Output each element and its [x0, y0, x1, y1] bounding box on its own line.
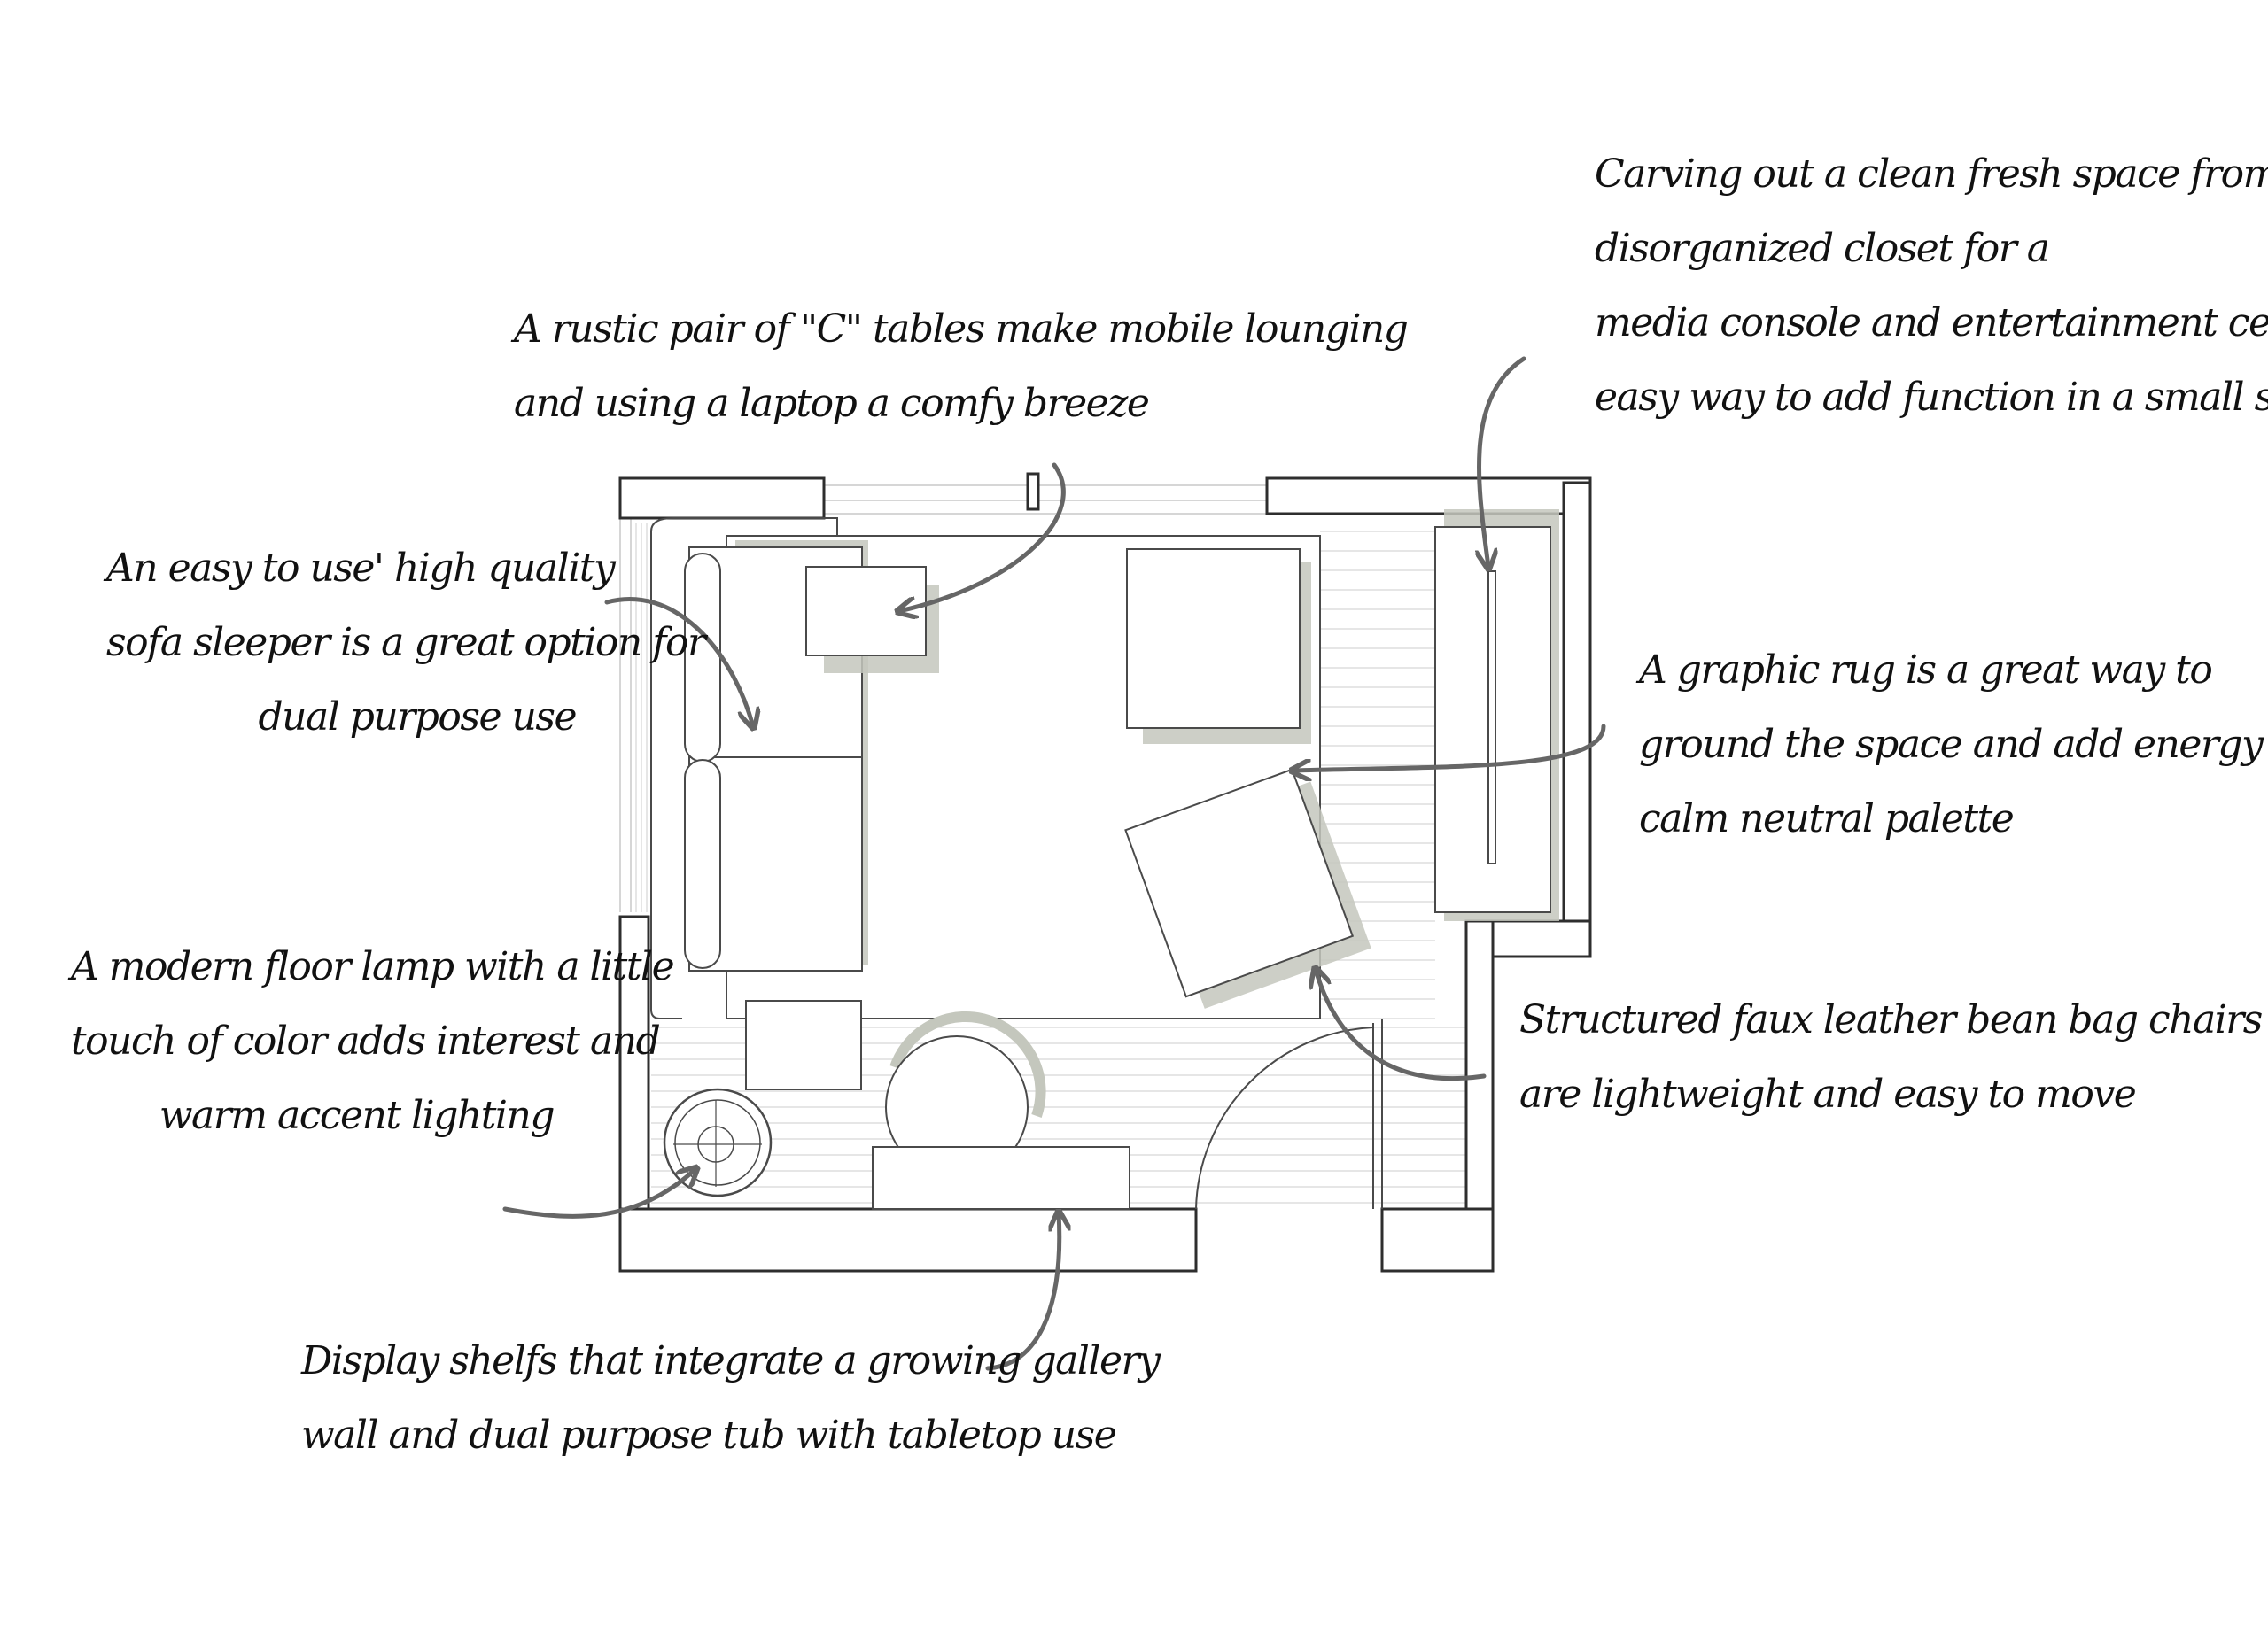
- note-bean-bags: Structured faux leather bean bag chairs …: [1519, 997, 2263, 1117]
- door-swing: [1195, 1019, 1383, 1210]
- tv-panel: [1487, 570, 1496, 864]
- bean-bag-chair: [1124, 768, 1371, 1009]
- c-table-bottom: [745, 1000, 862, 1090]
- note-rug: A graphic rug is a great way to ground t…: [1639, 647, 2268, 841]
- arrow-bean-bags: [1316, 970, 1487, 1081]
- top-left-wall: [618, 476, 826, 520]
- arrow-rug: [1293, 724, 1606, 771]
- arrow-display-shelves: [985, 1213, 1060, 1371]
- callout-arrows: [502, 356, 1606, 1371]
- note-sofa-sleeper: An easy to use' high quality sofa sleepe…: [106, 546, 706, 740]
- arrow-sofa-sleeper: [604, 597, 753, 726]
- door-jamb-wall: [1380, 1207, 1495, 1273]
- sofa-sleeper: [650, 517, 868, 1019]
- display-shelf-tub: [872, 1146, 1130, 1210]
- note-media-console: Carving out a clean fresh space from a d…: [1595, 151, 2268, 420]
- note-c-tables: A rustic pair of "C" tables make mobile …: [514, 306, 1409, 426]
- media-console: [1434, 509, 1559, 921]
- sofa-cushion-lower: [684, 759, 721, 969]
- arrow-media-console: [1480, 356, 1526, 567]
- window-strip: [824, 484, 1276, 515]
- walls: [618, 472, 1592, 1273]
- left-window-strip: [619, 518, 632, 912]
- window-post: [1026, 472, 1040, 511]
- arrow-c-tables: [899, 462, 1066, 611]
- right-wall-upper: [1562, 481, 1592, 927]
- wood-floor-planks: [635, 523, 1466, 1204]
- arrow-floor-lamp: [502, 1169, 695, 1219]
- bottom-wall: [618, 1207, 1198, 1273]
- note-floor-lamp: A modern floor lamp with a little touch …: [71, 944, 675, 1138]
- square-ottoman: [1126, 548, 1301, 729]
- note-display-shelves: Display shelfs that integrate a growing …: [301, 1338, 1161, 1458]
- top-right-wall: [1265, 476, 1592, 515]
